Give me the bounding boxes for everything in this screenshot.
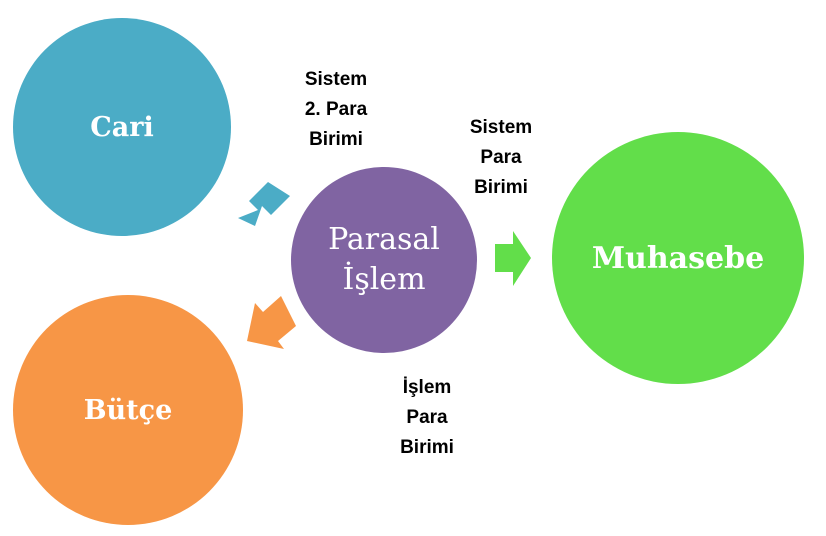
parasal-islem-circle	[291, 167, 477, 353]
arrow-to-muhasebe	[495, 231, 531, 286]
muhasebe-label: Muhasebe	[591, 240, 765, 276]
muhasebe-circle	[552, 132, 804, 384]
arrow-to-cari	[238, 182, 290, 226]
cari-label: Cari	[90, 111, 154, 143]
cari-circle	[13, 18, 231, 236]
arrow-to-muhasebe-shape	[495, 231, 531, 286]
parasal-islem-label: Parasal İşlem	[328, 221, 440, 298]
butce-label: Bütçe	[83, 394, 173, 426]
butce-circle	[13, 295, 243, 525]
edge-label-to-cari: Sistem 2. Para Birimi	[304, 69, 368, 150]
edge-label-to-butce: İşlem Para Birimi	[400, 377, 454, 458]
arrow-to-cari-shape	[238, 182, 290, 226]
arrow-to-butce-shape	[247, 296, 296, 349]
edge-label-to-muhasebe: Sistem Para Birimi	[469, 117, 533, 198]
arrow-to-butce	[247, 296, 296, 349]
